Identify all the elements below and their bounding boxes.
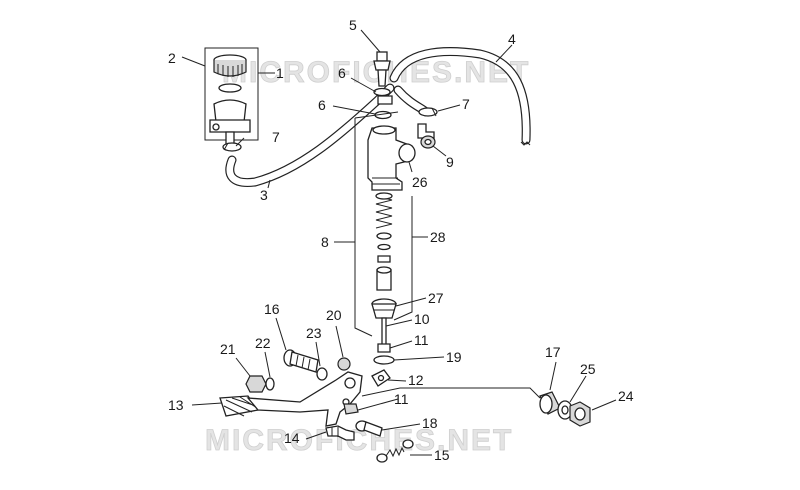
reservoir-cap <box>213 60 247 77</box>
seal-26 <box>398 143 416 163</box>
bracket-2 <box>204 47 259 141</box>
callout-labels: 2 1 5 6 6 4 7 7 9 26 3 8 28 27 16 20 10 … <box>168 17 634 463</box>
callout-5: 5 <box>349 17 357 33</box>
reservoir-diaphragm <box>218 83 242 93</box>
washer-23 <box>316 367 328 381</box>
callout-19: 19 <box>446 349 462 365</box>
banjo-fitting <box>377 95 393 105</box>
callout-11b: 11 <box>394 391 409 407</box>
bracket-28 <box>393 196 413 321</box>
banjo-bolt-5 <box>373 51 391 87</box>
washer-22 <box>265 377 275 391</box>
callout-20: 20 <box>326 307 342 323</box>
callout-6a: 6 <box>338 65 346 81</box>
callout-10: 10 <box>414 311 430 327</box>
dust-boot-27 <box>371 298 397 319</box>
callout-3: 3 <box>260 187 268 203</box>
washer-19 <box>373 355 395 365</box>
return-spring-15 <box>376 439 414 463</box>
nut-11b <box>343 403 359 415</box>
leader-lines <box>181 29 617 456</box>
bush-20 <box>337 357 351 371</box>
callout-4: 4 <box>508 31 516 47</box>
callout-12: 12 <box>408 372 424 388</box>
callout-8: 8 <box>321 234 329 250</box>
callout-16: 16 <box>264 301 280 317</box>
hose-clamp-7b <box>418 107 438 117</box>
callout-21: 21 <box>220 341 236 357</box>
nut-11a <box>377 343 391 353</box>
nut-24 <box>569 401 591 427</box>
cup-seal-b <box>377 243 391 251</box>
bracket-8 <box>354 111 399 337</box>
nut-21 <box>245 375 267 393</box>
piston-head <box>377 255 391 263</box>
callout-9: 9 <box>446 154 454 170</box>
callout-6b: 6 <box>318 97 326 113</box>
master-cylinder-body <box>367 125 413 191</box>
callout-7b: 7 <box>462 96 470 112</box>
callout-14: 14 <box>284 430 300 446</box>
hose-4-cut-mark <box>520 141 531 146</box>
assembly-line-17 <box>361 387 541 399</box>
brake-pedal-13 <box>219 371 363 427</box>
seal-9 <box>420 135 436 149</box>
spacer-17 <box>539 391 561 415</box>
bolt-18 <box>355 420 383 437</box>
hose-3 <box>225 83 395 188</box>
callout-27: 27 <box>428 290 444 306</box>
callout-13: 13 <box>168 397 184 413</box>
callout-7a: 7 <box>272 129 280 145</box>
callout-17: 17 <box>545 344 561 360</box>
washer-6a <box>373 87 391 97</box>
callout-15: 15 <box>434 447 450 463</box>
callout-23: 23 <box>306 325 322 341</box>
callout-28: 28 <box>430 229 446 245</box>
callout-1: 1 <box>276 65 284 81</box>
cup-seal-a <box>376 232 392 240</box>
reservoir-bracket <box>209 119 251 133</box>
spring <box>375 192 393 229</box>
callout-25: 25 <box>580 361 596 377</box>
hose-4 <box>389 47 531 145</box>
callout-24: 24 <box>618 388 634 404</box>
push-rod-10 <box>381 317 387 347</box>
pivot-bolt-16 <box>283 349 319 373</box>
callout-11a: 11 <box>414 332 429 348</box>
callout-22: 22 <box>255 335 271 351</box>
callout-26: 26 <box>412 174 428 190</box>
callout-18: 18 <box>422 415 438 431</box>
elbow-fitting <box>417 123 435 139</box>
callout-2: 2 <box>168 50 176 66</box>
pin-14 <box>325 425 355 441</box>
reservoir-assembly <box>204 47 259 151</box>
